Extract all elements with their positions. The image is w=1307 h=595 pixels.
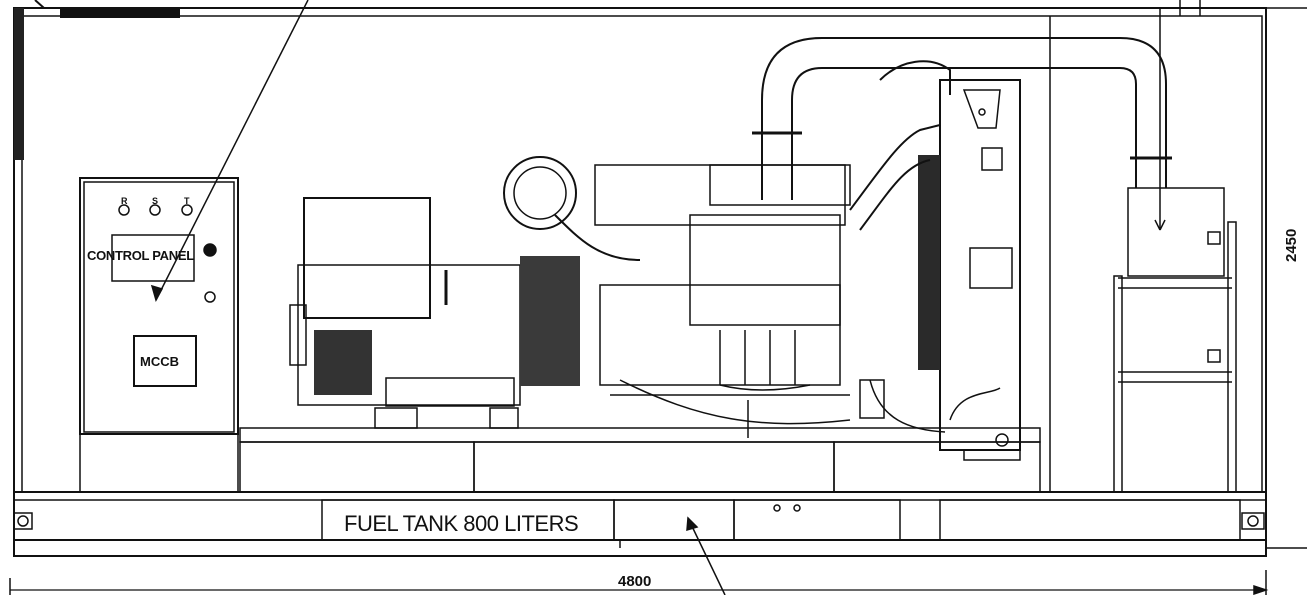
control-panel-cabinet (79, 177, 239, 493)
mccb-label: MCCB (140, 354, 179, 369)
phase-label-s: S (152, 196, 159, 206)
length-dimension-label: 4800 (618, 573, 652, 590)
height-dimension-label: 2450 (1283, 228, 1300, 262)
radiator (918, 79, 1021, 461)
dimension-lines (9, 7, 1307, 595)
container-frame (13, 0, 1267, 557)
alternator (289, 197, 521, 429)
leader-arrows (34, 0, 726, 595)
fuel-tank-label: FUEL TANK 800 LITERS (344, 511, 579, 536)
phase-label-r: R (121, 196, 128, 206)
control-panel-label: CONTROL PANEL (87, 248, 194, 263)
engine-block (503, 156, 851, 438)
phase-label-t: T (184, 196, 190, 206)
silencer-stand (1113, 187, 1237, 493)
exhaust-pipe (752, 7, 1172, 231)
coolant-hoses (849, 60, 951, 433)
genset-skid (239, 427, 1041, 493)
fuel-tank-base (13, 491, 1267, 548)
